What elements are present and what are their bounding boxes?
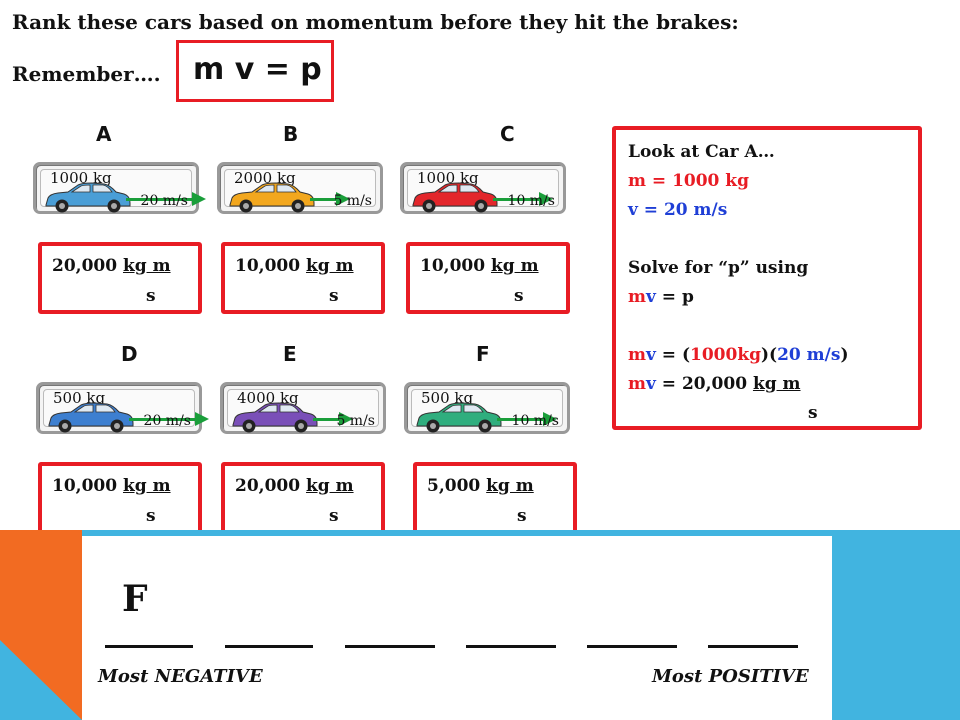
car-label-a: A bbox=[96, 122, 112, 146]
page-title: Rank these cars based on momentum before… bbox=[12, 10, 739, 34]
formula-box bbox=[176, 40, 334, 102]
car-speed: 5 m/s bbox=[336, 413, 375, 429]
ranking-blank-2[interactable] bbox=[225, 645, 313, 648]
answer-numerator: 5,000 kg m bbox=[427, 476, 534, 496]
ranking-blank-4[interactable] bbox=[466, 645, 556, 648]
car-card-d: 500 kg 20 m/s bbox=[36, 382, 209, 434]
car-label-e: E bbox=[283, 342, 297, 366]
most-positive-label: Most POSITIVE bbox=[652, 666, 809, 687]
car-mass: 1000 kg bbox=[417, 169, 479, 187]
ranking-blank-5[interactable] bbox=[587, 645, 677, 648]
car-card-e: 4000 kg 5 m/s bbox=[220, 382, 386, 434]
info-line-solve: Solve for “p” using bbox=[628, 258, 809, 278]
velocity-arrow bbox=[493, 198, 543, 201]
car-icon bbox=[412, 182, 498, 213]
car-label-f: F bbox=[476, 342, 490, 366]
formula-text: m v = p bbox=[193, 52, 322, 87]
car-mass: 500 kg bbox=[53, 389, 106, 407]
velocity-arrowhead bbox=[336, 192, 350, 206]
remember-label: Remember…. bbox=[12, 62, 161, 86]
velocity-arrowhead bbox=[195, 412, 209, 426]
car-icon bbox=[45, 182, 131, 213]
ranking-blank-1[interactable] bbox=[105, 645, 193, 648]
momentum-answer-c: 10,000 kg m s bbox=[406, 242, 570, 314]
answer-numerator: 10,000 kg m bbox=[52, 476, 171, 496]
car-label-b: B bbox=[283, 122, 299, 146]
info-line-substitution: mv = (1000kg)(20 m/s) bbox=[628, 345, 849, 365]
velocity-arrowhead bbox=[192, 192, 206, 206]
answer-numerator: 20,000 kg m bbox=[235, 476, 354, 496]
ranking-panel bbox=[82, 536, 832, 720]
car-mass: 2000 kg bbox=[234, 169, 296, 187]
car-speed: 5 m/s bbox=[333, 193, 372, 209]
car-a-example-box: Look at Car A… m = 1000 kg v = 20 m/s So… bbox=[612, 126, 922, 430]
momentum-answer-f: 5,000 kg m s bbox=[413, 462, 577, 534]
blue-corner bbox=[0, 640, 82, 720]
car-icon bbox=[416, 402, 502, 433]
info-line-denominator: s bbox=[808, 403, 818, 423]
answer-denominator: s bbox=[329, 506, 339, 526]
car-card-c: 1000 kg 10 m/s bbox=[400, 162, 566, 214]
car-icon bbox=[232, 402, 318, 433]
info-line-mass: m = 1000 kg bbox=[628, 171, 749, 191]
velocity-arrow bbox=[126, 198, 196, 201]
car-speed: 10 m/s bbox=[507, 193, 555, 209]
car-mass: 500 kg bbox=[421, 389, 474, 407]
car-speed: 20 m/s bbox=[143, 413, 191, 429]
ranking-blank-6[interactable] bbox=[708, 645, 798, 648]
info-line-1: Look at Car A… bbox=[628, 142, 775, 162]
velocity-arrowhead bbox=[539, 192, 553, 206]
car-label-c: C bbox=[500, 122, 515, 146]
car-card-a: 1000 kg 20 m/s bbox=[33, 162, 206, 214]
momentum-answer-a: 20,000 kg m s bbox=[38, 242, 202, 314]
momentum-answer-b: 10,000 kg m s bbox=[221, 242, 385, 314]
velocity-arrowhead bbox=[543, 412, 557, 426]
velocity-arrow bbox=[310, 198, 340, 201]
car-speed: 20 m/s bbox=[140, 193, 188, 209]
car-speed: 10 m/s bbox=[511, 413, 559, 429]
car-icon bbox=[229, 182, 315, 213]
info-line-equation: mv = p bbox=[628, 287, 694, 307]
answer-denominator: s bbox=[514, 286, 524, 306]
answer-numerator: 20,000 kg m bbox=[52, 256, 171, 276]
answer-denominator: s bbox=[146, 286, 156, 306]
answer-numerator: 10,000 kg m bbox=[420, 256, 539, 276]
answer-denominator: s bbox=[146, 506, 156, 526]
velocity-arrow bbox=[129, 418, 199, 421]
car-label-d: D bbox=[121, 342, 138, 366]
car-card-b: 2000 kg 5 m/s bbox=[217, 162, 383, 214]
ranking-first-answer: F bbox=[122, 578, 148, 620]
car-icon bbox=[48, 402, 134, 433]
info-line-result: mv = 20,000 kg m bbox=[628, 374, 801, 394]
ranking-blank-3[interactable] bbox=[345, 645, 435, 648]
velocity-arrowhead bbox=[339, 412, 353, 426]
velocity-arrow bbox=[313, 418, 343, 421]
most-negative-label: Most NEGATIVE bbox=[98, 666, 263, 687]
answer-denominator: s bbox=[329, 286, 339, 306]
answer-numerator: 10,000 kg m bbox=[235, 256, 354, 276]
momentum-answer-d: 10,000 kg m s bbox=[38, 462, 202, 534]
info-line-velocity: v = 20 m/s bbox=[628, 200, 728, 220]
velocity-arrow bbox=[497, 418, 547, 421]
car-mass: 1000 kg bbox=[50, 169, 112, 187]
momentum-answer-e: 20,000 kg m s bbox=[221, 462, 385, 534]
car-mass: 4000 kg bbox=[237, 389, 299, 407]
answer-denominator: s bbox=[517, 506, 527, 526]
car-card-f: 500 kg 10 m/s bbox=[404, 382, 570, 434]
